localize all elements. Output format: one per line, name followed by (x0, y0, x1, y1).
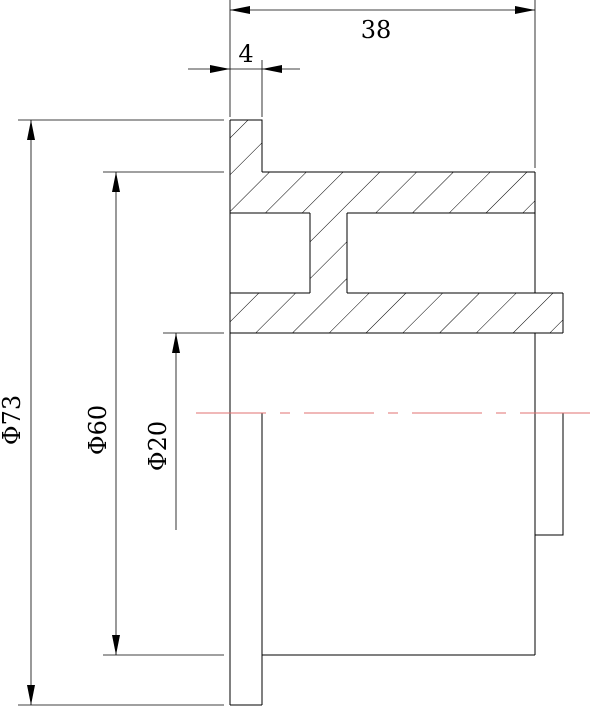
dimension-body-diameter: Φ60 (84, 172, 120, 655)
flange-top-outline (230, 119, 263, 172)
part-outline (229, 119, 564, 706)
dimension-bore-diameter: Φ20 (144, 333, 180, 530)
dimension-outer-diameter: Φ73 (0, 120, 35, 705)
web-section (310, 213, 347, 293)
dim-38-label: 38 (361, 16, 392, 44)
lower-wall-section (230, 293, 563, 333)
dim-phi20-label: Φ20 (144, 421, 172, 471)
dim-phi60-label: Φ60 (84, 405, 112, 455)
dimension-overall-length: 38 (230, 6, 535, 44)
extension-lines (18, 0, 536, 706)
dim-4-label: 4 (238, 40, 253, 68)
dim-phi73-label: Φ73 (0, 395, 26, 445)
hatched-section (230, 120, 563, 333)
flange-top-section (230, 120, 262, 172)
dimension-flange-thickness: 4 (188, 40, 300, 73)
hub-lower-outline (535, 412, 564, 536)
top-wall-section (230, 172, 535, 213)
